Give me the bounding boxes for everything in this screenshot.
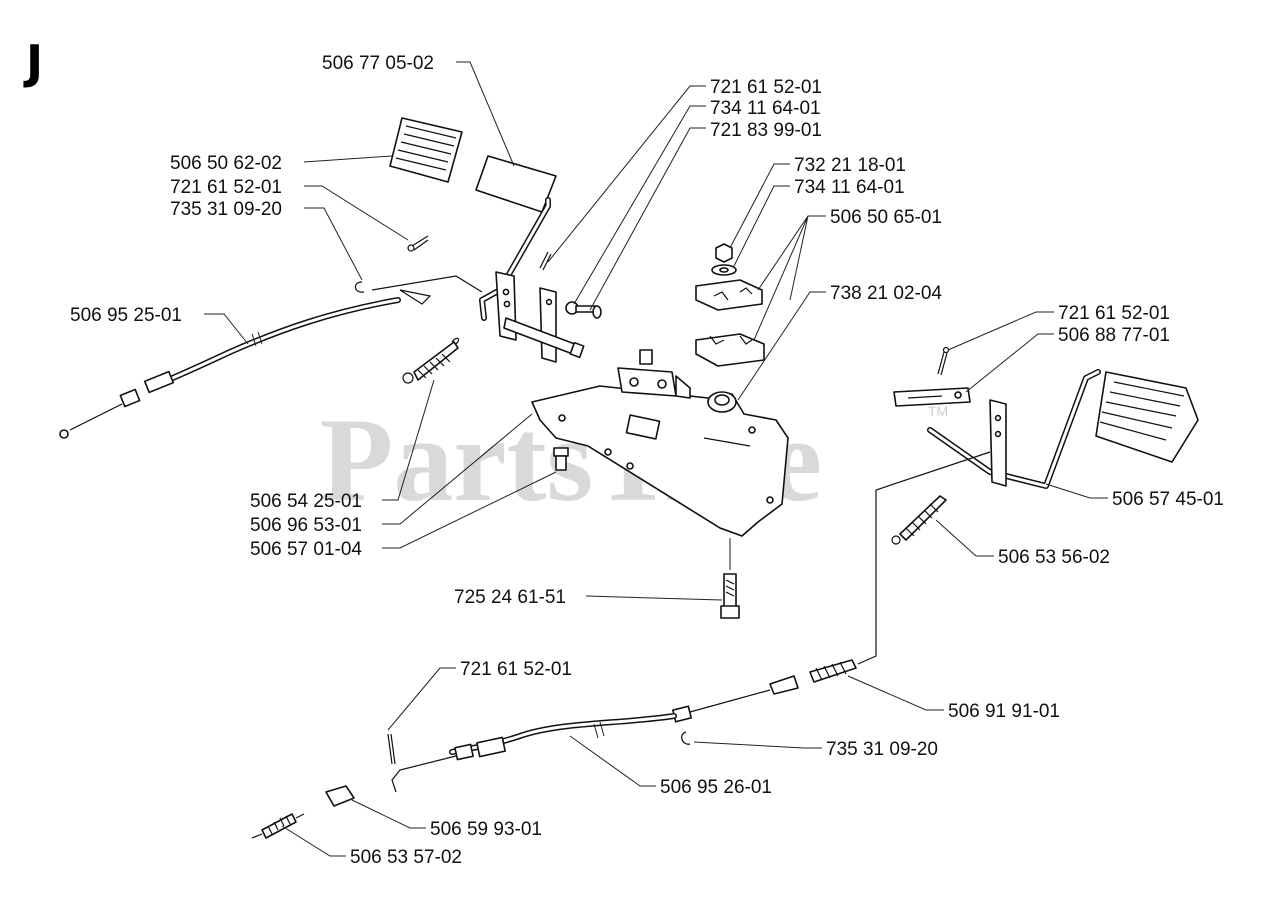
callout-label: 721 61 52-01: [1058, 303, 1170, 324]
callout-label: 506 95 26-01: [660, 777, 772, 798]
callout-label: 735 31 09-20: [826, 739, 938, 760]
callout-label: 734 11 64-01: [794, 177, 905, 198]
callout-label: 721 61 52-01: [170, 177, 282, 198]
callout-label: 506 57 01-04: [250, 539, 362, 560]
callout-label: 721 61 52-01: [710, 77, 822, 98]
block-lower-506-50-65-01: [695, 333, 765, 367]
callout-label: 506 91 91-01: [948, 701, 1060, 722]
callout-label: 506 57 45-01: [1112, 489, 1224, 510]
right-pedal-assembly: [891, 346, 1199, 545]
leader-lines: [204, 61, 1108, 857]
callout-label: 506 50 65-01: [830, 207, 942, 228]
pedal-plate: [475, 155, 557, 213]
callout-label: 734 11 64-01: [710, 98, 821, 119]
section-letter: J: [23, 35, 43, 89]
block-upper-506-50-65-01: [695, 279, 763, 311]
bolt-721-83-99-01: [565, 301, 602, 319]
cable-506-95-26-01: [251, 451, 991, 839]
callout-label: 721 83 99-01: [710, 120, 822, 141]
callout-label: 506 77 05-02: [322, 53, 434, 74]
washer-734-11-64-01: [711, 264, 737, 276]
left-pedal-assembly: [354, 117, 602, 384]
callout-label: 506 53 56-02: [998, 547, 1110, 568]
callout-label: 735 31 09-20: [170, 199, 282, 220]
callout-label: 506 53 57-02: [350, 847, 462, 868]
callout-labels: 506 77 05-02 721 61 52-01 734 11 64-01 7…: [70, 53, 1224, 868]
callout-label: 725 24 61-51: [454, 587, 566, 608]
mounting-plate-506-96-53-01: [531, 349, 789, 537]
callout-label: 738 21 02-04: [830, 283, 942, 304]
callout-label: 506 96 53-01: [250, 515, 362, 536]
bolt-725-24-61-51: [720, 538, 740, 619]
spring-506-54-25-01: [402, 337, 460, 384]
callout-label: 732 21 18-01: [794, 155, 906, 176]
pedal-pad-506-50-62-02: [389, 117, 463, 183]
callout-label: 506 88 77-01: [1058, 325, 1170, 346]
callout-label: 506 59 93-01: [430, 819, 542, 840]
trademark-mark: TM: [928, 403, 948, 419]
callout-label: 506 54 25-01: [250, 491, 362, 512]
callout-label: 721 61 52-01: [460, 659, 572, 680]
callout-label: 506 50 62-02: [170, 153, 282, 174]
cable-506-95-25-01: [59, 289, 432, 439]
callout-label: 506 95 25-01: [70, 305, 182, 326]
bolt-506-57-01-04: [553, 447, 569, 471]
nut-732-21-18-01: [715, 243, 733, 263]
